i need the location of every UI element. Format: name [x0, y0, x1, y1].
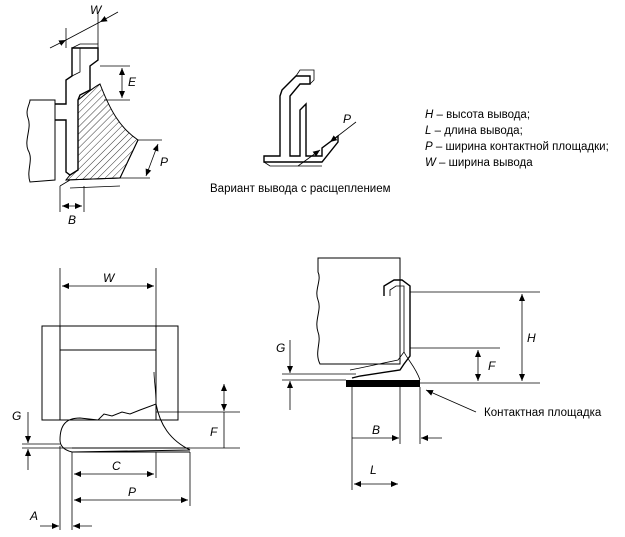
dim-label-b-top: B	[68, 213, 76, 227]
solder-fillet	[64, 83, 139, 181]
dim-label-c-front: C	[112, 459, 121, 473]
front-component-body	[41, 325, 179, 421]
dim-label-p-split: P	[343, 112, 351, 126]
legend: H – высота вывода; L – длина вывода; P –…	[425, 109, 609, 169]
dim-label-a-front: A	[29, 509, 38, 523]
front-solder-fillet	[59, 403, 191, 453]
side-component-body	[316, 257, 401, 365]
dim-label-e: E	[128, 75, 137, 89]
caption-split-lead-variant: Вариант вывода с расщеплением	[210, 183, 391, 195]
legend-item-p: P – ширина контактной площадки;	[425, 141, 609, 153]
legend-item-h: H – высота вывода;	[425, 109, 530, 121]
split-lead-variant-view: P Вариант вывода с расщеплением	[210, 69, 391, 195]
dim-label-p-top: P	[160, 155, 168, 169]
legend-item-w: W – ширина вывода	[425, 157, 533, 169]
side-lead	[351, 279, 411, 379]
dim-label-l-side: L	[370, 463, 377, 477]
contact-pad	[346, 380, 420, 387]
front-lead	[59, 326, 157, 420]
dim-label-p-front: P	[128, 485, 136, 499]
side-view: H F G B L Контактная площадка	[276, 257, 602, 490]
legend-item-l: L – длина вывода;	[425, 125, 523, 137]
caption-contact-pad: Контактная площадка	[484, 407, 602, 419]
isometric-lead-fillet-view: W E P B	[26, 3, 168, 227]
dim-label-f-side: F	[488, 359, 496, 373]
dim-label-w-front: W	[103, 271, 116, 285]
dim-label-f-front: F	[210, 425, 218, 439]
dim-label-g-front: G	[12, 409, 21, 423]
dim-label-w-top: W	[90, 3, 103, 17]
component-body-outline	[26, 99, 56, 183]
dim-label-g-side: G	[276, 341, 285, 355]
front-view: W G F C P A	[12, 268, 240, 530]
dim-label-b-side: B	[372, 423, 380, 437]
dim-label-h-side: H	[527, 331, 536, 345]
lead-outline	[55, 47, 99, 176]
split-lead-outline	[263, 75, 339, 163]
